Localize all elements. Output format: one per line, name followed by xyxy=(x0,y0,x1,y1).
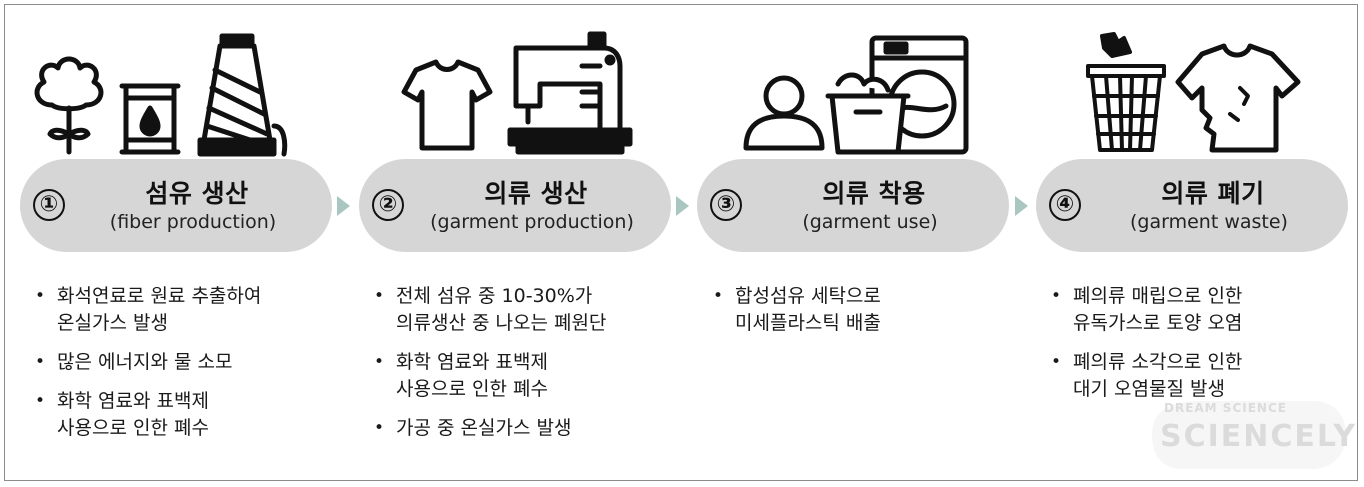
stage-3-icons xyxy=(738,30,970,156)
bullet-item: 폐의류 소각으로 인한 대기 오염물질 발생 xyxy=(1048,349,1348,403)
bullet-item: 전체 섬유 중 10-30%가 의류생산 중 나오는 폐원단 xyxy=(371,283,676,337)
stage-4-pill: ④ 의류 폐기 (garment waste) xyxy=(1036,159,1348,252)
cotton-plant-icon xyxy=(34,56,104,155)
arrow-1-2 xyxy=(337,196,350,216)
bullet-item: 화학 염료와 표백제 사용으로 인한 폐수 xyxy=(32,388,332,442)
stage-3-title: 의류 착용 xyxy=(822,179,926,208)
arrow-3-4 xyxy=(1015,196,1028,216)
stage-3-pill: ③ 의류 착용 (garment use) xyxy=(697,159,1009,252)
torn-t-shirt-icon xyxy=(1175,43,1301,153)
stage-4-number: ④ xyxy=(1049,189,1081,221)
bullet-item: 폐의류 매립으로 인한 유독가스로 토양 오염 xyxy=(1048,283,1348,337)
stage-4-title: 의류 폐기 xyxy=(1161,179,1265,208)
person-icon xyxy=(743,75,825,151)
t-shirt-icon xyxy=(401,59,493,151)
watermark-small-text: DREAM SCIENCE xyxy=(1164,401,1287,415)
stage-3-subtitle: (garment use) xyxy=(802,211,938,233)
stage-1-bullets: 화석연료로 원료 추출하여 온실가스 발생 많은 에너지와 물 소모 화학 염료… xyxy=(32,283,332,454)
stage-1-pill: ① 섬유 생산 (fiber production) xyxy=(20,159,332,252)
stage-4-subtitle: (garment waste) xyxy=(1130,211,1288,233)
stage-4-bullets: 폐의류 매립으로 인한 유독가스로 토양 오염 폐의류 소각으로 인한 대기 오… xyxy=(1048,283,1348,415)
stage-2-subtitle: (garment production) xyxy=(430,211,634,233)
stage-1-subtitle: (fiber production) xyxy=(109,211,277,233)
arrow-2-3 xyxy=(676,196,689,216)
stage-2-pill: ② 의류 생산 (garment production) xyxy=(359,159,671,252)
stage-2-number: ② xyxy=(372,189,404,221)
watermark-logo: DREAM SCIENCE SCIENCELY xyxy=(1142,395,1355,473)
stage-4-icons xyxy=(1082,30,1306,156)
bullet-item: 합성섬유 세탁으로 미세플라스틱 배출 xyxy=(710,283,1010,337)
stage-1-title: 섬유 생산 xyxy=(145,179,249,208)
stage-1-icons xyxy=(22,30,302,157)
stage-3-number: ③ xyxy=(710,189,742,221)
trash-bin-icon xyxy=(1086,32,1166,152)
stage-2-icons xyxy=(394,30,634,156)
stage-1-number: ① xyxy=(33,189,65,221)
bullet-item: 화학 염료와 표백제 사용으로 인한 폐수 xyxy=(371,349,676,403)
bullet-item: 화석연료로 원료 추출하여 온실가스 발생 xyxy=(32,283,332,337)
oil-barrel-icon xyxy=(119,83,181,155)
bullet-item: 가공 중 온실가스 발생 xyxy=(371,415,676,442)
stage-2-bullets: 전체 섬유 중 10-30%가 의류생산 중 나오는 폐원단 화학 염료와 표백… xyxy=(371,283,676,454)
watermark-big-text: SCIENCELY xyxy=(1160,419,1358,454)
stage-3-bullets: 합성섬유 세탁으로 미세플라스틱 배출 xyxy=(710,283,1010,349)
stage-2-title: 의류 생산 xyxy=(484,179,588,208)
bullet-item: 많은 에너지와 물 소모 xyxy=(32,349,332,376)
laundry-basket-icon xyxy=(825,72,911,155)
yarn-cone-icon xyxy=(197,33,288,157)
sewing-machine-icon xyxy=(507,31,633,155)
